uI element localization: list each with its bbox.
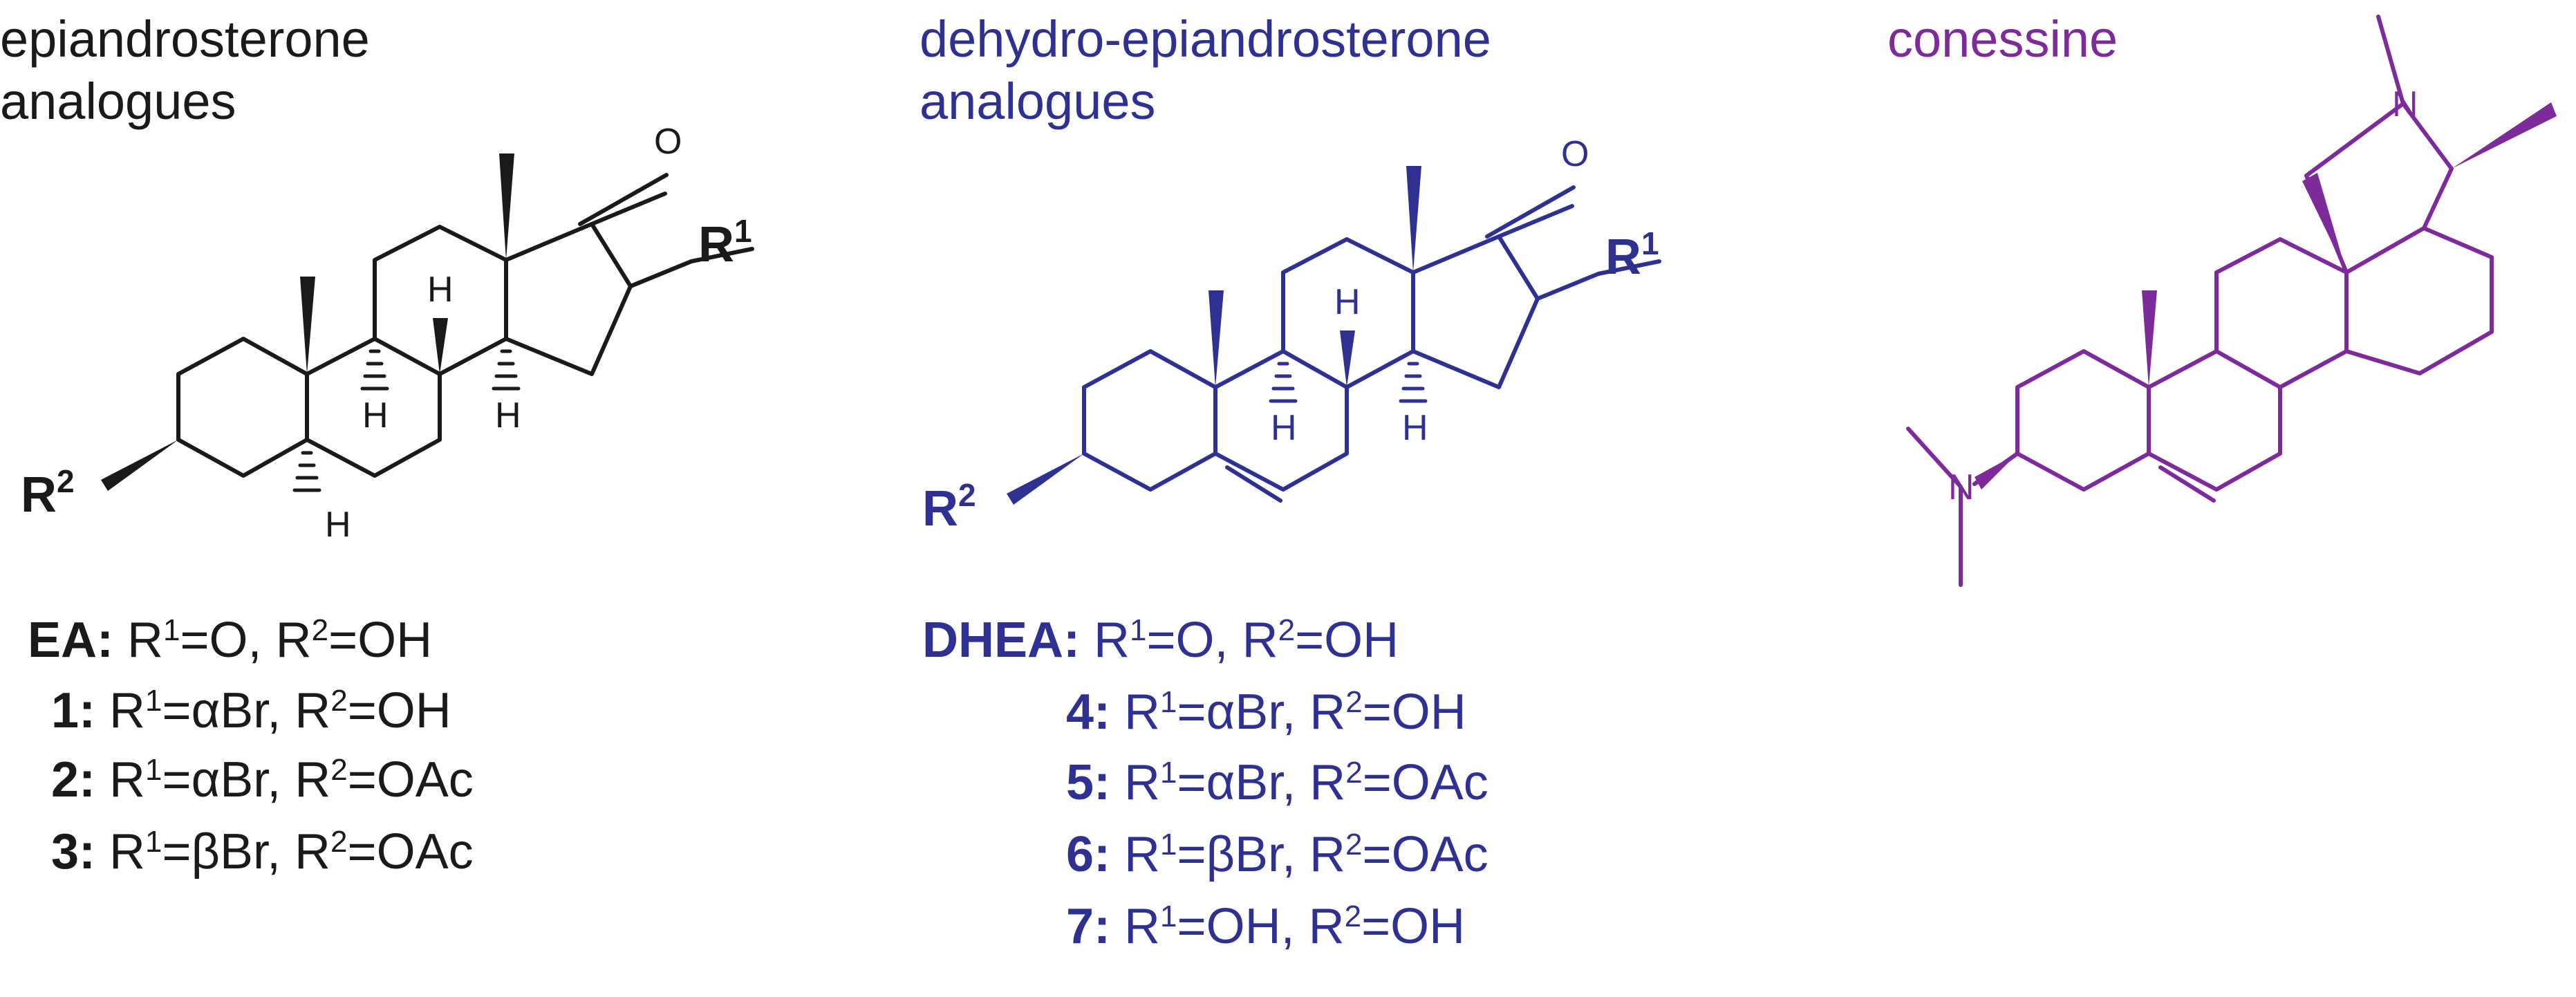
panel-epiandrosterone: epiandrosterone analogues xyxy=(0,10,754,879)
panel-conessine: conessine N N xyxy=(1887,10,2557,587)
dhea-r2-wedge xyxy=(1007,454,1084,505)
ea-h-c14: H xyxy=(495,395,521,436)
heading-line-1: epiandrosterone xyxy=(0,10,370,68)
dhea-compound-row: DHEA: R1=O, R2=OH xyxy=(922,613,1399,668)
dhea-r2-label: R2 xyxy=(922,477,976,537)
conessine-skeleton xyxy=(1906,15,2494,587)
heading-line-2: analogues xyxy=(920,73,1156,130)
dhea-h-c9: H xyxy=(1271,408,1297,448)
dhea-compound-list: DHEA: R1=O, R2=OH 4: R1=αBr, R2=OH 5: R1… xyxy=(922,613,1488,954)
conessine-ring-n: N xyxy=(2392,84,2418,124)
ea-h-c5: H xyxy=(325,505,351,545)
svg-text:R1: R1 xyxy=(698,213,752,272)
ea-c8-h-wedge xyxy=(433,318,448,374)
dhea-compound-row: 6: R1=βBr, R2=OAc xyxy=(1066,827,1488,882)
ea-c13-methyl xyxy=(499,153,514,260)
ea-r2-wedge xyxy=(101,440,178,491)
ea-ketone-o: O xyxy=(654,122,682,162)
conessine-c18-wedge xyxy=(2302,173,2346,272)
ea-c10-methyl xyxy=(300,277,315,374)
dhea-ketone-o: O xyxy=(1561,134,1589,174)
heading-line-1: conessine xyxy=(1887,10,2118,68)
dhea-c10-methyl xyxy=(1208,290,1224,387)
dhea-h-c8: H xyxy=(1334,282,1361,322)
dhea-compound-row: 5: R1=αBr, R2=OAc xyxy=(1066,755,1488,810)
ea-h-c8: H xyxy=(427,270,454,310)
svg-text:R2: R2 xyxy=(21,463,75,523)
ea-compound-row: 2: R1=αBr, R2=OAc xyxy=(51,752,474,808)
dhea-compound-row: 7: R1=OH, R2=OH xyxy=(1066,899,1465,954)
dhea-compound-row: 4: R1=αBr, R2=OH xyxy=(1066,684,1466,740)
ea-r1-label: R1 xyxy=(698,213,752,272)
ea-skeleton xyxy=(176,173,754,478)
svg-text:R1: R1 xyxy=(1605,225,1659,285)
conessine-c20-methyl xyxy=(2452,102,2557,169)
ea-r2-label: R2 xyxy=(21,463,75,523)
dhea-hashes xyxy=(1269,362,1428,403)
dhea-c8-h-wedge xyxy=(1340,330,1355,387)
panel-dhea: dehydro-epiandrosterone analogues O H H … xyxy=(920,10,1661,954)
ea-compound-row: 1: R1=αBr, R2=OH xyxy=(51,683,451,738)
ea-compound-list: EA: R1=O, R2=OH 1: R1=αBr, R2=OH 2: R1=α… xyxy=(28,613,474,879)
heading-line-2: analogues xyxy=(0,73,236,130)
conessine-c10-methyl xyxy=(2142,290,2157,387)
conessine-c3-wedge xyxy=(1975,454,2017,490)
dhea-skeleton xyxy=(1082,185,1661,503)
ea-compound-row: EA: R1=O, R2=OH xyxy=(28,613,432,668)
ea-hashes xyxy=(292,349,521,492)
ea-h-c9: H xyxy=(362,395,389,436)
heading-line-1: dehydro-epiandrosterone xyxy=(920,10,1491,68)
dhea-h-c14: H xyxy=(1402,408,1428,448)
svg-text:R2: R2 xyxy=(922,477,976,537)
conessine-amine-n: N xyxy=(1948,467,1975,507)
dhea-r1-label: R1 xyxy=(1605,225,1659,285)
dhea-c13-methyl xyxy=(1406,166,1421,272)
ea-compound-row: 3: R1=βBr, R2=OAc xyxy=(51,824,474,879)
